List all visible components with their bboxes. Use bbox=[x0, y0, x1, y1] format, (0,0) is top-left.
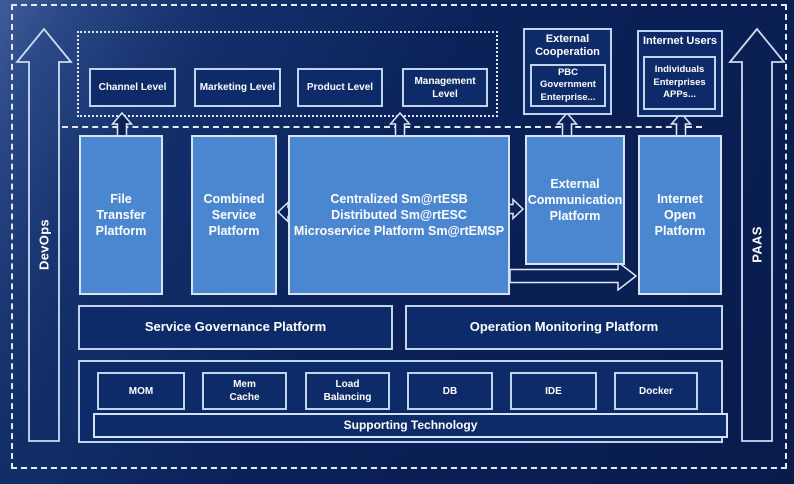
level-box-channel: Channel Level bbox=[89, 68, 176, 107]
level-box-management: Management Level bbox=[402, 68, 488, 107]
supporting-technology-bar: Supporting Technology bbox=[93, 413, 728, 438]
tech-box-db: DB bbox=[407, 372, 493, 410]
internet-open-platform-box: Internet Open Platform bbox=[638, 135, 722, 295]
file-transfer-platform-box: File Transfer Platform bbox=[79, 135, 163, 295]
combined-service-platform-box: Combined Service Platform bbox=[191, 135, 277, 295]
central-esb-platform-box: Centralized Sm@rtESB Distributed Sm@rtES… bbox=[288, 135, 510, 295]
levels-dotted-frame bbox=[77, 31, 498, 117]
operation-monitoring-platform-box: Operation Monitoring Platform bbox=[405, 305, 723, 350]
tech-box-docker: Docker bbox=[614, 372, 698, 410]
tech-box-mom: MOM bbox=[97, 372, 185, 410]
external-cooperation-members-box: PBC Government Enterprise... bbox=[530, 64, 606, 107]
level-box-product: Product Level bbox=[297, 68, 383, 107]
internet-users-title: Internet Users bbox=[643, 35, 717, 47]
service-governance-platform-box: Service Governance Platform bbox=[78, 305, 393, 350]
level-box-marketing: Marketing Level bbox=[194, 68, 281, 107]
tech-box-mem-cache: Mem Cache bbox=[202, 372, 287, 410]
tech-box-ide: IDE bbox=[510, 372, 597, 410]
tech-box-load-balancing: Load Balancing bbox=[305, 372, 390, 410]
external-cooperation-title: External Cooperation bbox=[535, 33, 600, 58]
outer-dashed-frame bbox=[11, 4, 787, 469]
external-communication-platform-box: External Communication Platform bbox=[525, 135, 625, 265]
devops-rail-label: DevOps bbox=[36, 219, 52, 270]
dashed-separator-line bbox=[62, 126, 702, 128]
paas-rail-label: PAAS bbox=[749, 226, 765, 263]
internet-users-members-box: Individuals Enterprises APPs... bbox=[643, 56, 716, 110]
